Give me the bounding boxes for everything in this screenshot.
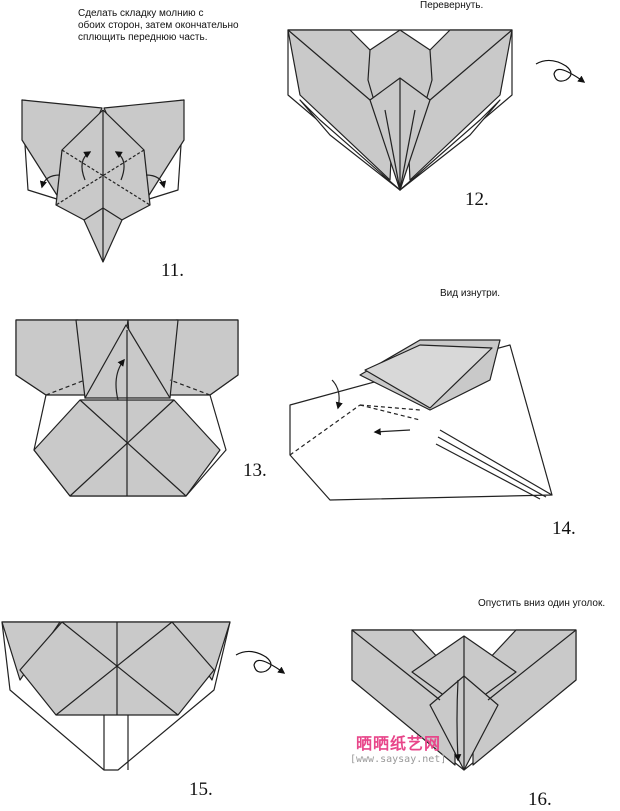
step-13-figure: [15, 319, 239, 497]
step-16-figure: [351, 629, 577, 771]
turn-over-arrow-icon: [535, 59, 586, 83]
step-number-12: 12.: [465, 189, 489, 210]
step-number-15: 15.: [189, 779, 213, 800]
step-number-13: 13.: [243, 460, 267, 481]
step-15-figure: [1, 621, 231, 771]
step-16-instruction: Опустить вниз один уголок.: [478, 598, 606, 609]
step-12-figure: [287, 29, 513, 191]
step-14-figure: [289, 339, 553, 501]
step-12-instruction: Перевернуть.: [420, 0, 484, 11]
turn-over-arrow-icon: [235, 650, 286, 674]
step-number-11: 11.: [161, 260, 185, 281]
step-11-figure: [21, 99, 185, 263]
step-number-16: 16.: [528, 789, 552, 810]
watermark-logo: 晒晒纸艺网: [356, 734, 442, 753]
step-14-instruction: Вид изнутри.: [440, 288, 501, 299]
step-11-instruction: Сделать складку молнию с обоих сторон, з…: [78, 8, 239, 43]
step-number-14: 14.: [552, 518, 576, 539]
watermark-url: [www.saysay.net]: [350, 754, 447, 765]
